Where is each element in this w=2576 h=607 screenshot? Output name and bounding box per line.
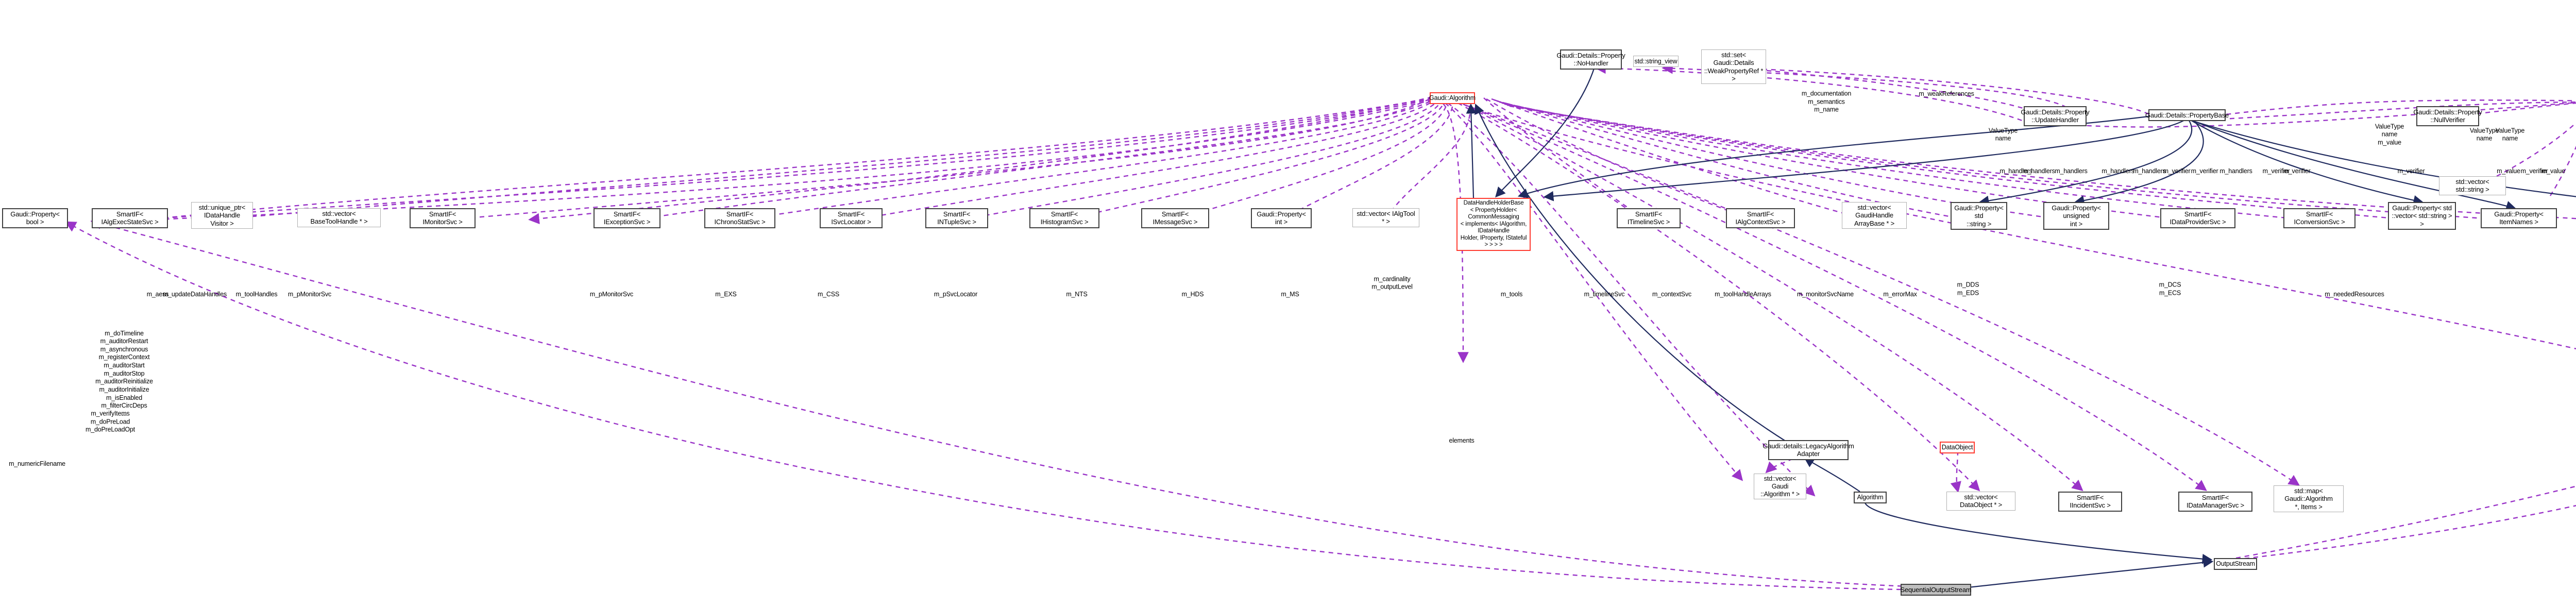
class-node-string-view[interactable]: std::string_view: [1633, 56, 1679, 67]
edge-label: m_errorMax: [1883, 291, 1917, 298]
class-node-prop-uint[interactable]: Gaudi::Property< unsigned int >: [2043, 202, 2109, 230]
edge-label: m_value: [2541, 167, 2565, 175]
class-node-vec-gaudialg[interactable]: std::vector< Gaudi ::Algorithm * >: [1754, 474, 1806, 500]
edge-label: m_HDS: [1181, 291, 1204, 298]
edge-label: m_DDS m_EDS: [1957, 281, 1979, 296]
edge-label: m_toolHandleArrays: [1715, 291, 1771, 298]
class-node-Algorithm[interactable]: Algorithm: [1854, 492, 1887, 503]
edge-label: ValueType name m_value: [2375, 123, 2404, 146]
edge-label: m_verifyItems m_doPreLoad m_doPreLoadOpt: [86, 410, 135, 433]
class-node-vec-string[interactable]: std::vector< std::string >: [2439, 176, 2506, 195]
edge-label: m_weakReferences: [1919, 90, 1974, 98]
class-node-if-dataprov[interactable]: SmartIF< IDataProviderSvc >: [2160, 208, 2235, 228]
class-node-vec-ghab[interactable]: std::vector< GaudiHandle ArrayBase * >: [1842, 202, 1907, 229]
class-node-set-weakpropref[interactable]: std::set< Gaudi::Details ::WeakPropertyR…: [1701, 49, 1766, 85]
edge-label: m_pSvcLocator: [934, 291, 978, 298]
class-node-if-monitor[interactable]: SmartIF< IMonitorSvc >: [410, 208, 476, 228]
edge-label: m_verifier: [2520, 167, 2548, 175]
edge-label: m_handlers: [2219, 167, 2252, 175]
class-node-map-algitems[interactable]: std::map< Gaudi::Algorithm *, Items >: [2274, 485, 2344, 512]
edge-label: m_pMonitorSvc: [287, 291, 332, 298]
edge-label: ValueType name: [2469, 127, 2499, 142]
edge-label: m_cardinality m_outputLevel: [1371, 275, 1413, 291]
class-node-prop-vecstring[interactable]: Gaudi::Property< std ::vector< std::stri…: [2388, 202, 2456, 230]
class-node-propbase[interactable]: Gaudi::Details::PropertyBase: [2145, 109, 2229, 122]
edge-label: m_EXS: [715, 291, 737, 298]
edge-label: m_NTS: [1066, 291, 1088, 298]
class-node-if-incident[interactable]: SmartIF< IIncidentSvc >: [2058, 492, 2122, 512]
edge-label: m_verifier: [2191, 167, 2218, 175]
edge-label: m_timelineSvc: [1584, 291, 1625, 298]
class-node-if-histo[interactable]: SmartIF< IHistogramSvc >: [1029, 208, 1099, 228]
edge-label: m_updateDataHandles: [162, 291, 227, 298]
class-node-if-algctx[interactable]: SmartIF< IAlgContextSvc >: [1726, 208, 1795, 228]
class-node-prop-nohandler[interactable]: Gaudi::Details::Property ::NoHandler: [1556, 49, 1625, 70]
class-node-if-exception[interactable]: SmartIF< IExceptionSvc >: [594, 208, 660, 228]
edge-label: m_value: [2497, 167, 2520, 175]
edge-label: m_MS: [1281, 291, 1299, 298]
class-node-prop-updhandler[interactable]: Gaudi::Details::Property ::UpdateHandler: [2021, 106, 2090, 126]
edge-label: m_CSS: [817, 291, 840, 298]
class-node-if-chronostat[interactable]: SmartIF< IChronoStatSvc >: [704, 208, 775, 228]
class-node-vec-dataobject[interactable]: std::vector< DataObject * >: [1946, 492, 2015, 511]
class-node-if-algexec[interactable]: SmartIF< IAlgExecStateSvc >: [92, 208, 168, 228]
edge-label: m_handlers: [2055, 167, 2088, 175]
edge-label: ValueType name: [1988, 127, 2018, 142]
edge-label: m_verifier: [2397, 167, 2425, 175]
class-node-if-svcloc[interactable]: SmartIF< ISvcLocator >: [820, 208, 883, 228]
class-node-if-conv[interactable]: SmartIF< IConversionSvc >: [2283, 208, 2355, 228]
edge-label: m_neededResources: [2325, 291, 2384, 298]
edge-label: m_documentation m_semantics m_name: [1801, 90, 1852, 114]
edge-label: m_handlers: [2133, 167, 2166, 175]
edge-label: m_doTimeline m_auditorRestart m_asynchro…: [95, 329, 153, 417]
edge-label: m_toolHandles: [235, 291, 278, 298]
edge-label: m_tools: [1500, 291, 1523, 298]
edge-label: elements: [1449, 437, 1475, 445]
class-node-prop-string[interactable]: Gaudi::Property< std ::string >: [1951, 202, 2007, 230]
class-node-if-datamgr[interactable]: SmartIF< IDataManagerSvc >: [2178, 492, 2252, 512]
class-node-if-message[interactable]: SmartIF< IMessageSvc >: [1141, 208, 1209, 228]
edge-label: m_handlers: [2102, 167, 2134, 175]
class-node-legacyadapter[interactable]: Gaudi::details::LegacyAlgorithm Adapter: [1762, 440, 1854, 460]
edge-label: ValueType name: [2495, 127, 2525, 142]
class-node-prop-int[interactable]: Gaudi::Property< int >: [1251, 208, 1312, 228]
class-node-vec-ialgtool[interactable]: std::vector< IAlgTool * >: [1352, 208, 1419, 227]
edge-label: m_verifier: [2163, 167, 2191, 175]
class-node-seqoutputstream[interactable]: SequentialOutputStream: [1901, 584, 1972, 596]
class-node-algorithm[interactable]: Gaudi::Algorithm: [1429, 92, 1476, 104]
edge-label: m_verifier: [2262, 167, 2290, 175]
edge-label: m_numericFilename: [9, 460, 65, 468]
class-node-outputstream[interactable]: OutputStream: [2214, 558, 2257, 570]
class-node-if-timeline[interactable]: SmartIF< ITimelineSvc >: [1617, 208, 1681, 228]
edge-label: m_handlers: [2022, 167, 2055, 175]
class-node-if-ntuple[interactable]: SmartIF< INTupleSvc >: [925, 208, 988, 228]
class-node-prop-nullverifier[interactable]: Gaudi::Details::Property ::NullVerifier: [2413, 106, 2482, 126]
edge-label: m_handlers: [1999, 167, 2032, 175]
edge-label: m_monitorSvcName: [1797, 291, 1854, 298]
class-node-uniq-dhv[interactable]: std::unique_ptr< IDataHandle Visitor >: [191, 202, 253, 229]
class-node-prop-bool[interactable]: Gaudi::Property< bool >: [2, 208, 68, 228]
class-node-dataobject[interactable]: DataObject: [1940, 442, 1975, 453]
class-node-dhhb[interactable]: DataHandleHolderBase < PropertyHolder< C…: [1456, 198, 1531, 251]
edge-label: m_verifier: [2283, 167, 2311, 175]
edge-label: m_pMonitorSvc: [589, 291, 634, 298]
class-node-prop-itemnames[interactable]: Gaudi::Property< ItemNames >: [2481, 208, 2557, 228]
edge-label: m_contextSvc: [1652, 291, 1692, 298]
edge-label: m_aess: [146, 291, 169, 298]
edge-label: m_DCS m_ECS: [2159, 281, 2181, 296]
class-node-vec-btoolh[interactable]: std::vector< BaseToolHandle * >: [297, 208, 381, 227]
